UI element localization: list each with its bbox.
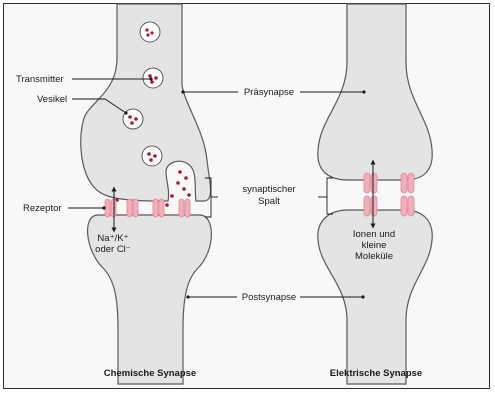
- chemical-presynapse: [80, 3, 212, 202]
- label-ions-chem-line2: oder Cl⁻: [95, 244, 131, 255]
- vesicle-labelled: [122, 108, 144, 130]
- label-ions-elec-line3: Moleküle: [355, 251, 393, 262]
- chemical-postsynapse: [86, 214, 212, 385]
- label-ions-chem-line1: Na⁺/K⁺: [97, 233, 128, 244]
- vesicle-transmitter: [142, 67, 164, 89]
- leader-lines: [68, 78, 364, 298]
- label-praesynapse: Präsynapse: [244, 87, 294, 98]
- label-rezeptor: Rezeptor: [23, 203, 62, 214]
- label-ions-elec-line2: kleine: [362, 240, 387, 251]
- vesicle-lower: [141, 145, 163, 167]
- vesicle-top: [139, 21, 161, 43]
- label-vesikel: Vesikel: [37, 94, 67, 105]
- label-ions-elec-line1: Ionen und: [353, 229, 395, 240]
- title-chemical-synapse: Chemische Synapse: [104, 368, 196, 379]
- diagram-frame: [3, 3, 490, 389]
- label-spalt-line1: synaptischer: [242, 184, 295, 195]
- leader-dots: [102, 77, 366, 299]
- chemical-receptors: [104, 198, 191, 218]
- label-postsynapse: Postsynapse: [242, 292, 296, 303]
- label-transmitter: Transmitter: [16, 74, 64, 85]
- electrical-postsynapse: [317, 209, 433, 385]
- title-electrical-synapse: Elektrische Synapse: [330, 368, 422, 379]
- label-spalt-line2: Spalt: [258, 196, 280, 207]
